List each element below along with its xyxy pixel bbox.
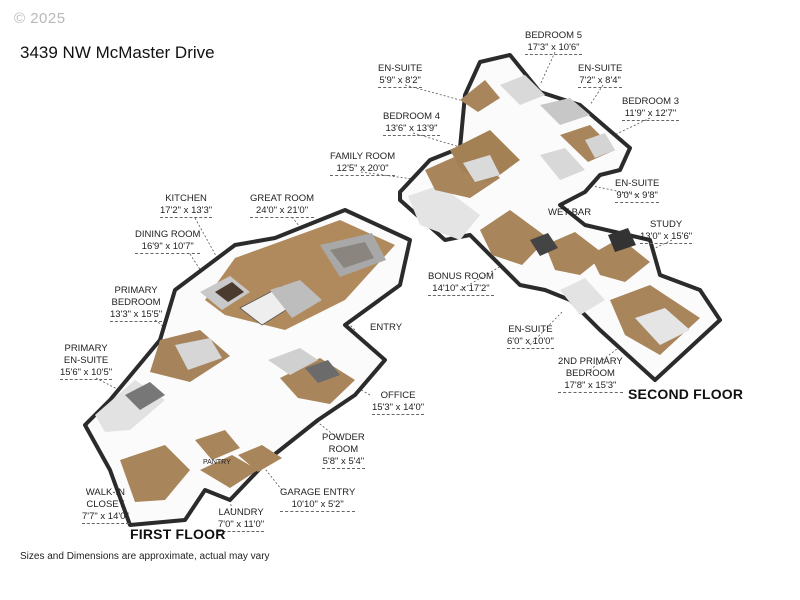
ensuite-b4-dimensions: 5'9" x 8'2": [378, 75, 423, 88]
bedroom3-name: BEDROOM 3: [622, 96, 680, 107]
ensuite-b5-name: EN-SUITE: [578, 63, 623, 74]
laundry-name: LAUNDRY: [218, 507, 264, 518]
page-title: 3439 NW McMaster Drive: [20, 43, 215, 62]
walkin-closet-name: WALK-IN: [85, 487, 126, 498]
ensuite-b4-name: EN-SUITE: [378, 63, 423, 74]
label-primary-ensuite: PRIMARY EN-SUITE 15'6" x 10'5": [60, 343, 113, 380]
office-name: OFFICE: [380, 390, 416, 401]
study-dimensions: 13'0" x 15'6": [640, 231, 693, 244]
powder-room-dimensions: 5'8" x 5'4": [322, 456, 365, 469]
label-laundry: LAUNDRY 7'0" x 11'0": [218, 507, 265, 532]
label-bedroom4: BEDROOM 4 13'6" x 13'9": [383, 111, 441, 136]
bedroom3-dimensions: 11'9" x 12'7": [622, 108, 680, 121]
second-floor-plan: [398, 53, 722, 382]
label-garage-entry: GARAGE ENTRY 10'10" x 5'2": [280, 487, 356, 512]
walkin-closet-dimensions: 7'7" x 14'0": [82, 511, 129, 524]
first-floor-plan: [83, 208, 412, 527]
label-bedroom3: BEDROOM 3 11'9" x 12'7": [622, 96, 680, 121]
bedroom4-dimensions: 13'6" x 13'9": [383, 123, 441, 136]
garage-entry-name: GARAGE ENTRY: [280, 487, 356, 498]
label-second-primary-bedroom: 2ND PRIMARY BEDROOM 17'8" x 15'3": [558, 356, 623, 393]
bonus-room-name: BONUS ROOM: [428, 271, 494, 282]
primary-ensuite-dimensions: 15'6" x 10'5": [60, 367, 113, 380]
wet-bar-name: WET BAR: [548, 207, 592, 218]
label-wet-bar: WET BAR: [548, 207, 591, 219]
bedroom5-dimensions: 17'3" x 10'6": [525, 42, 583, 55]
ensuite-2p-dimensions: 6'0" x 10'0": [507, 336, 554, 349]
primary-bedroom-name: PRIMARY: [114, 285, 158, 296]
copyright-watermark: © 2025: [14, 10, 66, 27]
label-primary-bedroom: PRIMARY BEDROOM 13'3" x 15'5": [110, 285, 163, 322]
dining-room-name: DINING ROOM: [135, 229, 201, 240]
great-room-name: GREAT ROOM: [250, 193, 315, 204]
powder-room-name-2: ROOM: [328, 444, 359, 455]
garage-entry-dimensions: 10'10" x 5'2": [280, 499, 356, 512]
label-kitchen: KITCHEN 17'2" x 13'3": [160, 193, 213, 218]
label-ensuite-b5: EN-SUITE 7'2" x 8'4": [578, 63, 623, 88]
kitchen-dimensions: 17'2" x 13'3": [160, 205, 213, 218]
label-pantry: PANTRY: [203, 459, 231, 466]
entry-name: ENTRY: [370, 322, 403, 333]
ensuite-2p-name: EN-SUITE: [508, 324, 553, 335]
family-room-dimensions: 12'5" x 20'0": [330, 163, 396, 176]
label-study: STUDY 13'0" x 15'6": [640, 219, 693, 244]
laundry-dimensions: 7'0" x 11'0": [218, 519, 265, 532]
label-great-room: GREAT ROOM 24'0" x 21'0": [250, 193, 315, 218]
primary-bedroom-dimensions: 13'3" x 15'5": [110, 309, 163, 322]
ensuite-b3-dimensions: 9'0" x 9'8": [615, 190, 660, 203]
label-ensuite-2p: EN-SUITE 6'0" x 10'0": [507, 324, 554, 349]
primary-ensuite-name: PRIMARY: [64, 343, 108, 354]
second-primary-dimensions: 17'8" x 15'3": [558, 380, 623, 393]
dining-room-dimensions: 16'9" x 10'7": [135, 241, 201, 254]
label-office: OFFICE 15'3" x 14'0": [372, 390, 425, 415]
second-primary-name-2: BEDROOM: [565, 368, 615, 379]
bedroom4-name: BEDROOM 4: [383, 111, 441, 122]
label-bedroom5: BEDROOM 5 17'3" x 10'6": [525, 30, 583, 55]
family-room-name: FAMILY ROOM: [330, 151, 396, 162]
primary-ensuite-name-2: EN-SUITE: [63, 355, 109, 366]
label-walkin-closet: WALK-IN CLOSET 7'7" x 14'0": [82, 487, 129, 524]
bedroom5-name: BEDROOM 5: [525, 30, 583, 41]
label-entry: ENTRY: [370, 322, 402, 334]
label-dining-room: DINING ROOM 16'9" x 10'7": [135, 229, 201, 254]
great-room-dimensions: 24'0" x 21'0": [250, 205, 315, 218]
second-primary-name: 2ND PRIMARY: [558, 356, 623, 367]
first-floor-title: FIRST FLOOR: [130, 526, 226, 542]
walkin-closet-name-2: CLOSET: [86, 499, 125, 510]
ensuite-b3-name: EN-SUITE: [615, 178, 660, 189]
label-ensuite-b4: EN-SUITE 5'9" x 8'2": [378, 63, 423, 88]
kitchen-name: KITCHEN: [165, 193, 207, 204]
label-family-room: FAMILY ROOM 12'5" x 20'0": [330, 151, 396, 176]
primary-bedroom-name-2: BEDROOM: [111, 297, 161, 308]
powder-room-name: POWDER: [322, 432, 365, 443]
label-bonus-room: BONUS ROOM 14'10" x 17'2": [428, 271, 494, 296]
dimensions-disclaimer: Sizes and Dimensions are approximate, ac…: [20, 551, 270, 562]
ensuite-b5-dimensions: 7'2" x 8'4": [578, 75, 623, 88]
label-powder-room: POWDER ROOM 5'8" x 5'4": [322, 432, 365, 469]
study-name: STUDY: [649, 219, 683, 230]
bonus-room-dimensions: 14'10" x 17'2": [428, 283, 494, 296]
office-dimensions: 15'3" x 14'0": [372, 402, 425, 415]
label-ensuite-b3: EN-SUITE 9'0" x 9'8": [615, 178, 660, 203]
second-floor-title: SECOND FLOOR: [628, 386, 744, 402]
